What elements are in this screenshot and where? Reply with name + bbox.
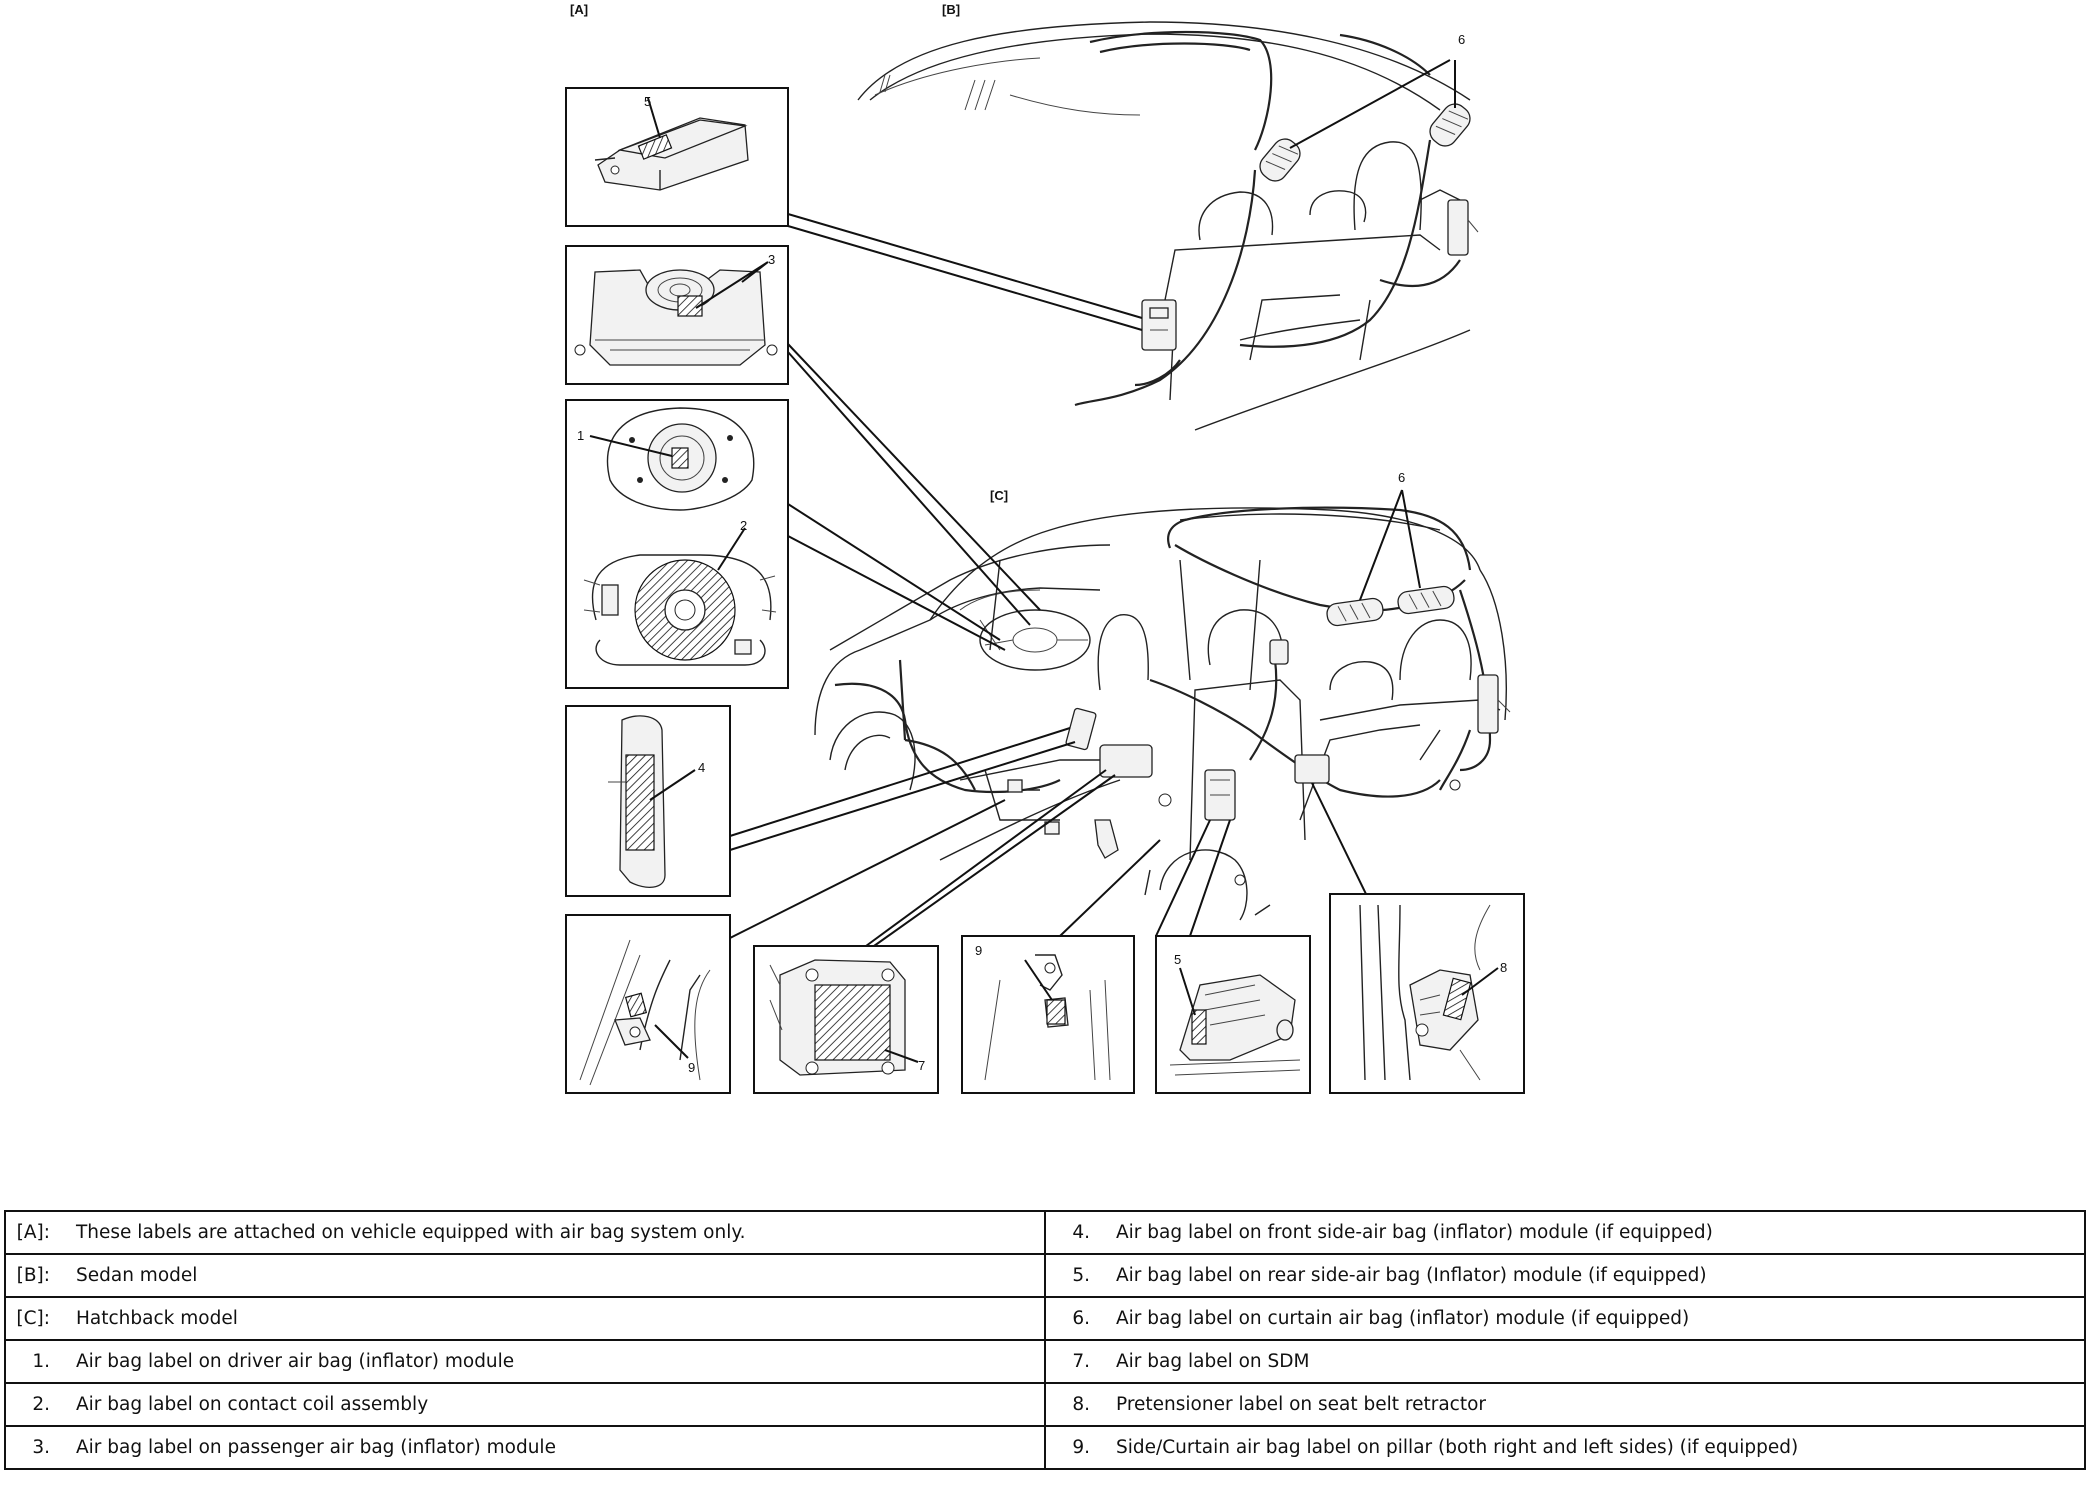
legend-text: Sedan model xyxy=(76,1265,198,1286)
legend-key: [C]: xyxy=(16,1308,50,1329)
callout-8: 8 xyxy=(1500,960,1507,975)
legend-text: Air bag label on SDM xyxy=(1116,1351,1310,1372)
legend-text: Air bag label on driver air bag (inflato… xyxy=(76,1351,515,1372)
view-label-c: [C] xyxy=(990,488,1008,503)
view-label-b: [B] xyxy=(942,2,960,17)
table-row: 1. Air bag label on driver air bag (infla… xyxy=(4,1339,2086,1384)
legend-text: Air bag label on contact coil assembly xyxy=(76,1394,429,1415)
legend-text: Side/Curtain air bag label on pillar (bo… xyxy=(1116,1437,1799,1458)
table-row: 2. Air bag label on contact coil assembly… xyxy=(4,1382,2086,1427)
legend-key: 7. xyxy=(1072,1351,1090,1372)
callout-6-sedan: 6 xyxy=(1458,32,1465,47)
callout-1: 1 xyxy=(577,428,584,443)
callout-7: 7 xyxy=(918,1058,925,1073)
legend-key: 4. xyxy=(1072,1222,1090,1243)
callout-5-inset: 5 xyxy=(644,94,651,109)
legend-text: Air bag label on front side-air bag (inf… xyxy=(1116,1222,1713,1243)
legend-key: 8. xyxy=(1072,1394,1090,1415)
callout-9-right: 9 xyxy=(975,943,982,958)
callout-5-hatchback: 5 xyxy=(1174,952,1181,967)
legend-key: 9. xyxy=(1072,1437,1090,1458)
legend-text: Air bag label on curtain air bag (inflat… xyxy=(1116,1308,1690,1329)
legend-key: 6. xyxy=(1072,1308,1090,1329)
legend-key: [A]: xyxy=(16,1222,50,1243)
callout-6-hatchback: 6 xyxy=(1398,470,1405,485)
legend-key: 2. xyxy=(32,1394,50,1415)
legend-table: [A]: These labels are attached on vehicle… xyxy=(4,1210,2086,1470)
table-row: [C]: Hatchback model 6. Air bag label on c… xyxy=(4,1296,2086,1341)
inset-pillar-label-right: 9 xyxy=(961,935,1135,1094)
callout-2: 2 xyxy=(740,518,747,533)
inset-front-side-airbag-module: 4 xyxy=(565,705,731,897)
legend-text: Air bag label on passenger air bag (infl… xyxy=(76,1437,556,1458)
view-label-a: [A] xyxy=(570,2,588,17)
sedan-view: 6 xyxy=(857,21,1479,431)
legend-key: 5. xyxy=(1072,1265,1090,1286)
airbag-label-location-diagram: [A] [B] [C] 6 xyxy=(565,2,1525,1094)
legend-key: [B]: xyxy=(16,1265,50,1286)
callout-9-left: 9 xyxy=(688,1060,695,1075)
legend-key: 3. xyxy=(32,1437,50,1458)
inset-rear-side-airbag-module-hatchback: 5 xyxy=(1155,935,1311,1094)
hatchback-view: 6 xyxy=(814,470,1511,921)
inset-rear-side-airbag-module-sedan: 5 xyxy=(565,87,789,227)
inset-passenger-airbag-module: 3 xyxy=(565,245,789,385)
callout-4: 4 xyxy=(698,760,705,775)
table-row: 3. Air bag label on passenger air bag (in… xyxy=(4,1425,2086,1470)
table-row: [B]: Sedan model 5. Air bag label on rear … xyxy=(4,1253,2086,1298)
table-row: [A]: These labels are attached on vehicle… xyxy=(4,1210,2086,1255)
legend-text: These labels are attached on vehicle equ… xyxy=(76,1222,746,1243)
callout-3: 3 xyxy=(768,252,775,267)
legend-key: 1. xyxy=(32,1351,50,1372)
legend-text: Pretensioner label on seat belt retracto… xyxy=(1116,1394,1487,1415)
legend-text: Air bag label on rear side-air bag (Infl… xyxy=(1116,1265,1707,1286)
inset-sdm: 7 xyxy=(753,945,939,1094)
inset-pillar-label-left: 9 xyxy=(565,914,731,1094)
inset-seat-belt-pretensioner: 8 xyxy=(1329,893,1525,1094)
inset-driver-airbag-and-contact-coil: 1 2 xyxy=(565,399,789,689)
legend-text: Hatchback model xyxy=(76,1308,238,1329)
leader-lines xyxy=(729,213,1367,947)
